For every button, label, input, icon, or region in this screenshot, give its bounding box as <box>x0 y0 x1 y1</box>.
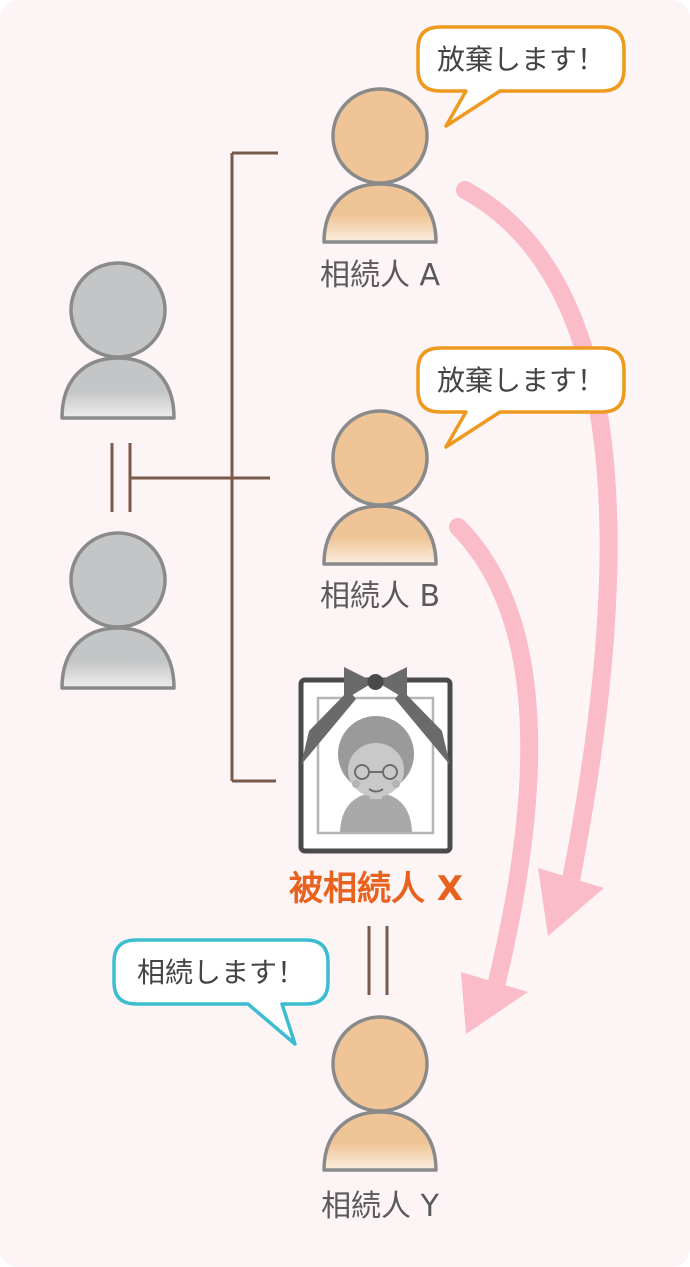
heir-y-speech-bubble: 相続します！ <box>112 938 330 1046</box>
heir-b-label: 相続人 B <box>320 579 440 614</box>
heir-a-speech-bubble: 放棄します！ <box>416 25 626 128</box>
heir-b-speech-text: 放棄します！ <box>437 364 605 397</box>
deceased-label: 被相続人 X <box>289 869 463 909</box>
heir-a-person-icon <box>322 87 438 244</box>
heir-b-person-icon <box>322 409 438 566</box>
family-tree-lines <box>110 151 389 995</box>
heir-y-label: 相続人 Y <box>321 1189 440 1224</box>
parent-top-person-icon <box>60 261 176 420</box>
heir-a-speech-text: 放棄します！ <box>437 43 605 76</box>
heir-a-label: 相続人 A <box>320 258 441 293</box>
heir-b-speech-bubble: 放棄します！ <box>416 346 626 449</box>
arrow-b-to-y <box>449 518 539 1034</box>
ribbon-icon <box>301 667 450 765</box>
parent-bottom-person-icon <box>60 531 176 690</box>
memorial-portrait-icon <box>298 667 453 854</box>
heir-y-person-icon <box>322 1015 438 1172</box>
arrow-a-to-y <box>456 181 618 936</box>
heir-y-speech-text: 相続します！ <box>137 956 305 989</box>
elderly-woman-icon <box>338 716 414 832</box>
